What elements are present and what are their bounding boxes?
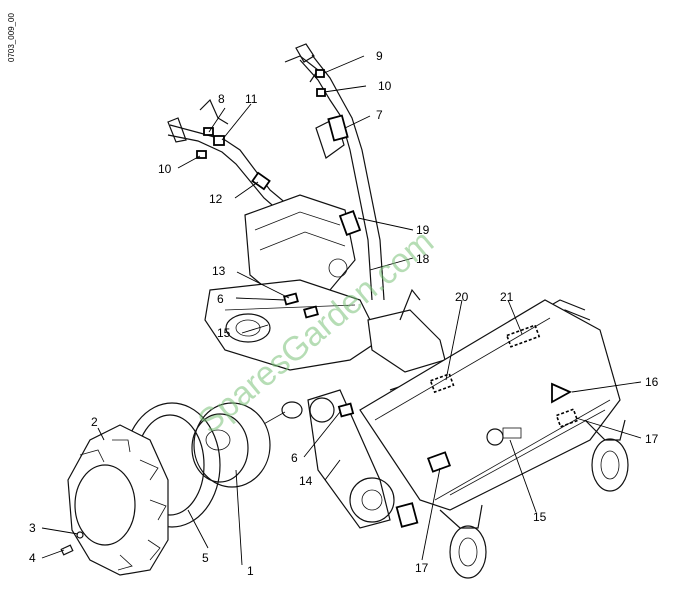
callout-19: 19 <box>416 223 430 237</box>
callout-10-right: 10 <box>378 79 392 93</box>
decal-10-right <box>316 88 326 97</box>
callout-14: 14 <box>299 474 313 488</box>
callout-5: 5 <box>202 551 209 565</box>
callout-6-upper: 6 <box>217 292 224 306</box>
callout-7: 7 <box>376 108 383 122</box>
callout-20: 20 <box>455 290 469 304</box>
callout-9: 9 <box>376 49 383 63</box>
callout-3: 3 <box>29 521 36 535</box>
callout-13: 13 <box>212 264 226 278</box>
decal-13 <box>283 292 299 306</box>
callout-18: 18 <box>416 252 430 266</box>
callout-17-bottom: 17 <box>415 561 429 575</box>
decal-6-top <box>303 305 319 319</box>
decal-12 <box>251 171 271 191</box>
callout-2: 2 <box>91 415 98 429</box>
callout-10-left: 10 <box>158 162 172 176</box>
callout-17-right: 17 <box>645 432 659 446</box>
decal-17-bottom-b <box>395 502 419 528</box>
decal-19 <box>338 210 362 236</box>
decal-9 <box>315 69 325 78</box>
callout-21: 21 <box>500 290 514 304</box>
callout-8: 8 <box>218 92 225 106</box>
callout-16: 16 <box>645 375 659 389</box>
decal-16 <box>551 382 573 404</box>
decals <box>196 69 579 528</box>
drawing-code: 0703_009_00 <box>7 13 16 62</box>
callout-15-left: 15 <box>217 326 231 340</box>
decal-10-left <box>196 150 207 159</box>
callout-15-right: 15 <box>533 510 547 524</box>
decal-11 <box>213 135 225 146</box>
decal-17-bottom-a <box>426 451 452 473</box>
leader-lines <box>41 55 642 566</box>
callout-1: 1 <box>247 564 254 578</box>
decal-20 <box>429 372 455 394</box>
callout-4: 4 <box>29 551 36 565</box>
decal-7 <box>327 114 349 142</box>
decal-6-bottom <box>337 402 355 418</box>
callout-labels: 1 2 3 4 5 6 6 7 8 9 10 10 11 12 13 14 15… <box>29 49 659 578</box>
decal-8 <box>203 127 214 136</box>
callout-12: 12 <box>209 192 223 206</box>
machine-illustration <box>60 43 629 579</box>
callout-11: 11 <box>245 92 258 106</box>
callout-6-lower: 6 <box>291 451 298 465</box>
